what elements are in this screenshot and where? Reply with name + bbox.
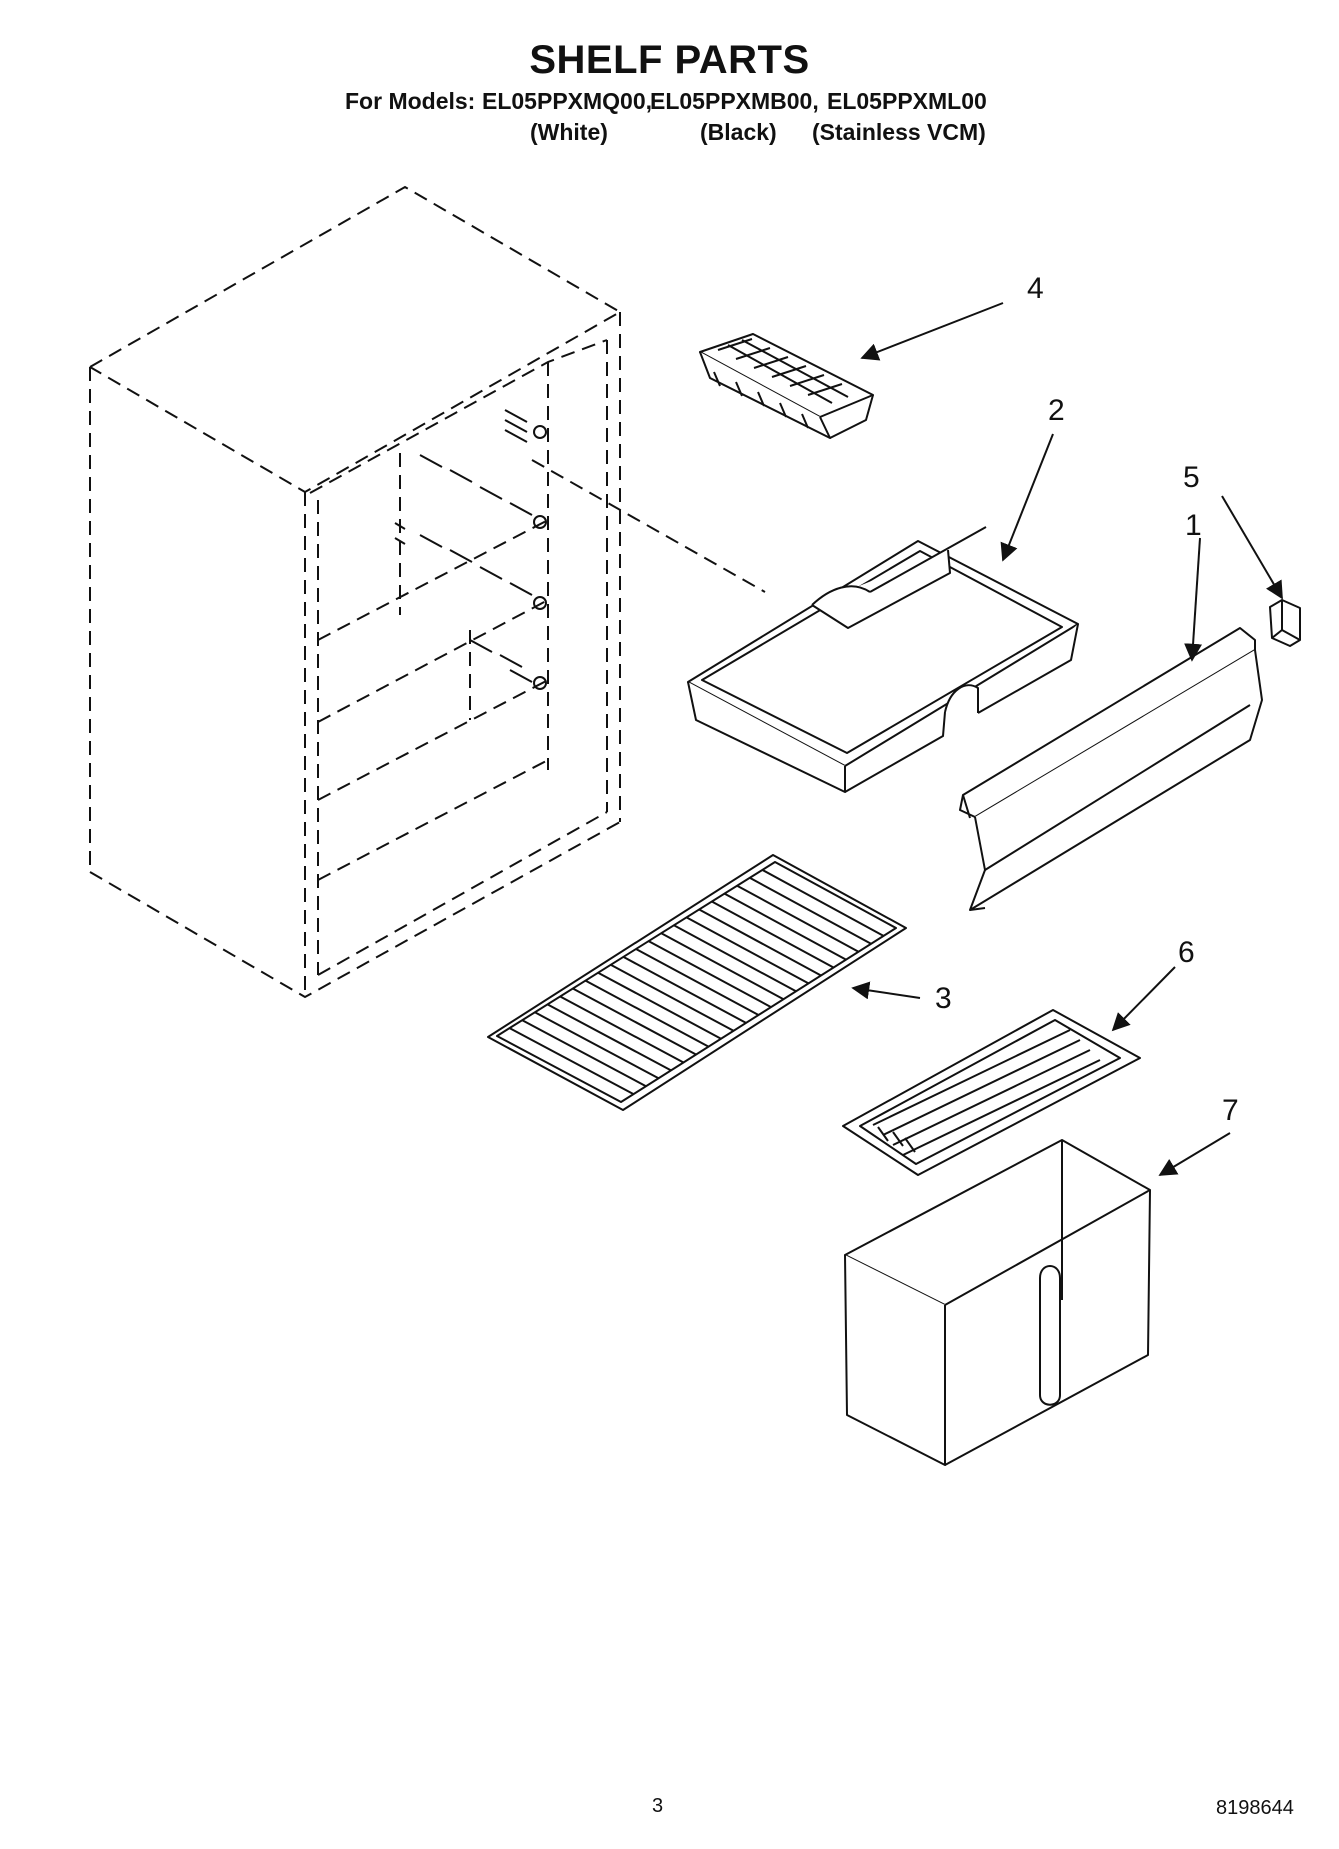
color-black: (Black): [700, 119, 777, 145]
callout-4: 4: [1027, 272, 1044, 305]
arrow-4: [860, 302, 1004, 361]
callout-2: 2: [1048, 394, 1065, 427]
wire-shelf: [487, 854, 907, 1111]
callout-7: 7: [1222, 1094, 1239, 1127]
arrow-2: [1000, 433, 1054, 562]
models-label: For Models:: [345, 88, 476, 114]
arrow-5: [1221, 495, 1283, 600]
ice-bin-tray: [687, 526, 1079, 793]
color-stainless: (Stainless VCM): [812, 119, 986, 145]
document-number: 8198644: [1216, 1797, 1294, 1819]
arrow-3: [851, 981, 921, 1000]
page-number: 3: [652, 1795, 664, 1817]
ice-cube-tray: [699, 333, 874, 439]
crisper-cover: [842, 1009, 1141, 1176]
callout-1: 1: [1185, 509, 1202, 542]
callout-3: 3: [935, 982, 952, 1015]
model-number-black: EL05PPXMB00,: [650, 88, 819, 114]
callout-arrows: [851, 302, 1283, 1176]
color-white: (White): [530, 119, 608, 145]
cabinet-outline: [89, 185, 623, 999]
crisper-drawer: [844, 1139, 1151, 1466]
arrow-6: [1111, 966, 1176, 1032]
arrow-7: [1158, 1132, 1231, 1176]
callout-5: 5: [1183, 461, 1200, 494]
callout-6: 6: [1178, 936, 1195, 969]
leader-line: [531, 459, 766, 593]
cabinet-shelf-clips: [394, 409, 547, 690]
model-number-stainless: EL05PPXML00: [827, 88, 987, 114]
arrow-1: [1184, 537, 1203, 662]
door-shelf-rail: [959, 627, 1263, 911]
model-number-white: EL05PPXMQ00,: [482, 88, 653, 114]
page-title: SHELF PARTS: [529, 38, 810, 82]
shelf-end-cap: [1269, 599, 1301, 647]
